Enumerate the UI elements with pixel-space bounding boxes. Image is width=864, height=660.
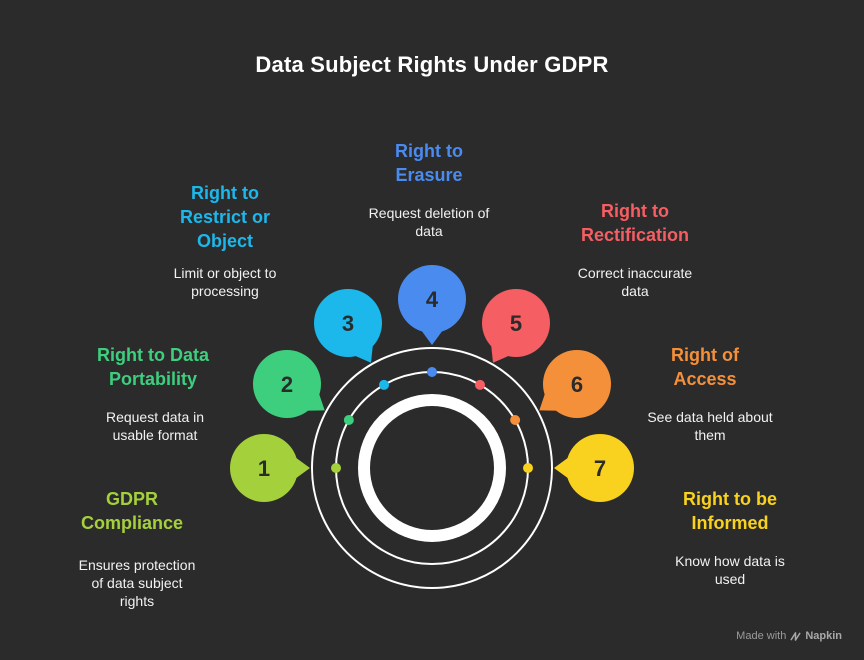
step-number: 1: [258, 456, 270, 481]
step-description-3: Limit or object to processing: [173, 265, 277, 299]
napkin-logo-icon: [790, 631, 802, 641]
bubble-circle: [482, 289, 550, 357]
bubble-tail: [420, 328, 444, 345]
step-description-7: Know how data is used: [675, 553, 785, 587]
step-heading-5: Right to Rectification: [580, 201, 690, 245]
step-description-6: See data held about them: [647, 409, 773, 443]
step-heading-6: Right of Access: [671, 345, 739, 389]
step-number: 3: [342, 311, 354, 336]
step-heading-2: Right to Data Portability: [97, 345, 209, 389]
bubble-circle: [543, 350, 611, 418]
ring-dot-7: [523, 463, 533, 473]
ring-dot-4: [427, 367, 437, 377]
outer-ring: [311, 347, 553, 589]
ring-dot-5: [475, 379, 485, 390]
bubble-circle: [230, 434, 298, 502]
step-number: 7: [594, 456, 606, 481]
ring-dot-6: [510, 415, 521, 425]
step-bubble-7: 7: [554, 434, 634, 502]
step-number: 6: [571, 372, 583, 397]
ring-dot-2: [343, 415, 354, 425]
step-description-4: Request deletion of data: [368, 205, 490, 239]
step-number: 5: [510, 311, 522, 336]
ring-dot-3: [379, 379, 389, 390]
step-bubble-2: 2: [253, 350, 325, 418]
step-bubble-3: 3: [314, 289, 382, 363]
made-with-text: Made with: [736, 630, 787, 642]
step-number: 2: [281, 372, 293, 397]
bubble-circle: [253, 350, 321, 418]
inner-thick-ring: [358, 394, 506, 542]
page-title: Data Subject Rights Under GDPR: [255, 52, 609, 77]
step-heading-7: Right to be Informed: [683, 489, 777, 533]
step-description-2: Request data in usable format: [105, 409, 205, 443]
bubble-tail: [293, 456, 310, 480]
bubble-circle: [314, 289, 382, 357]
step-heading-4: Right to Erasure: [395, 141, 463, 185]
step-description-1: Ensures protection of data subject right…: [78, 557, 196, 609]
step-bubble-6: 6: [539, 350, 611, 418]
step-description-5: Correct inaccurate data: [577, 265, 693, 299]
step-bubble-5: 5: [482, 289, 550, 363]
step-bubble-1: 1: [230, 434, 310, 502]
made-with-napkin: Made with Napkin: [736, 630, 842, 642]
step-number: 4: [426, 287, 439, 312]
step-heading-3: Right to Restrict or Object: [179, 183, 271, 251]
ring-dot-1: [331, 463, 341, 473]
bubble-circle: [566, 434, 634, 502]
bubble-circle: [398, 265, 466, 333]
step-bubble-4: 4: [398, 265, 466, 345]
step-heading-1: GDPR Compliance: [80, 489, 184, 533]
bubble-tail: [554, 456, 571, 480]
brand-name: Napkin: [805, 630, 842, 642]
